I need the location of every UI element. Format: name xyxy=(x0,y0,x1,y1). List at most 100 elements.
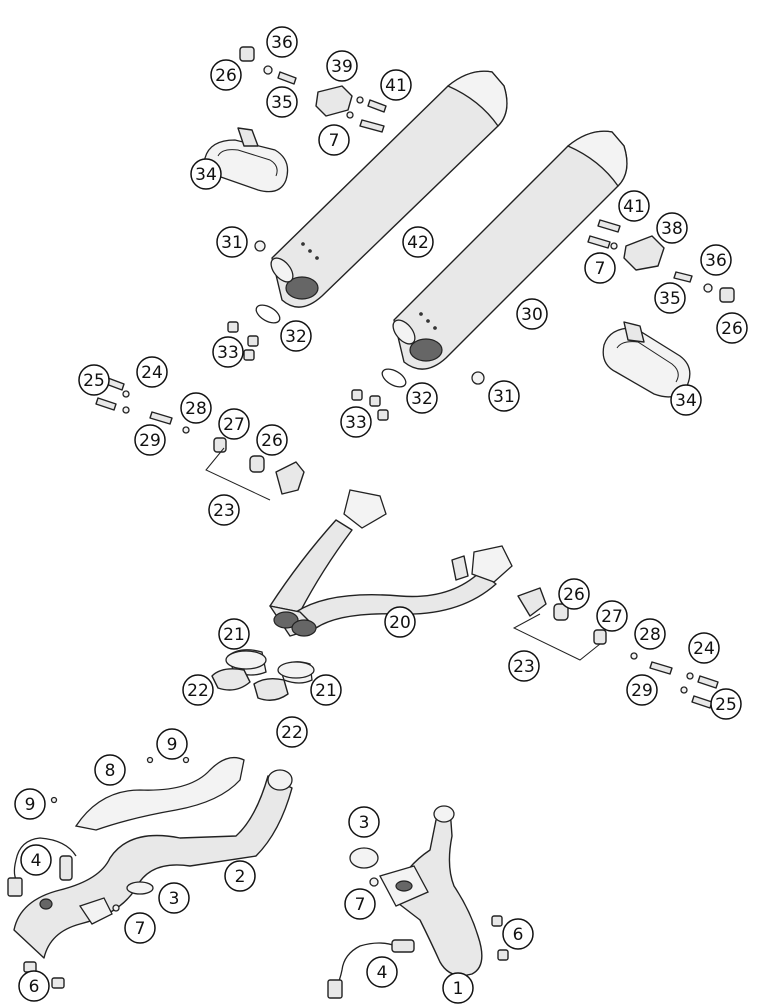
mid-left-hardware xyxy=(95,377,305,501)
callout-label: 20 xyxy=(389,613,411,633)
callout-label: 22 xyxy=(187,681,209,701)
callout-label: 34 xyxy=(675,391,697,411)
callout-33: 33 xyxy=(212,336,244,368)
callout-7: 7 xyxy=(318,124,350,156)
callout-32: 32 xyxy=(406,382,438,414)
callout-label: 21 xyxy=(315,681,337,701)
callout-label: 9 xyxy=(25,795,36,815)
callout-label: 1 xyxy=(453,979,464,999)
y-pipe-20 xyxy=(269,489,513,637)
callout-39: 39 xyxy=(326,50,358,82)
callout-label: 38 xyxy=(661,219,683,239)
callout-22: 22 xyxy=(276,716,308,748)
callout-7: 7 xyxy=(584,252,616,284)
callout-20: 20 xyxy=(384,606,416,638)
callout-26: 26 xyxy=(558,578,590,610)
callout-label: 9 xyxy=(167,735,178,755)
callout-label: 8 xyxy=(105,761,116,781)
callout-label: 2 xyxy=(235,867,246,887)
callout-26: 26 xyxy=(716,312,748,344)
callout-label: 7 xyxy=(355,895,366,915)
callout-label: 25 xyxy=(83,371,105,391)
callout-41: 41 xyxy=(618,190,650,222)
callout-label: 24 xyxy=(693,639,715,659)
callout-label: 26 xyxy=(721,319,743,339)
callout-27: 27 xyxy=(596,600,628,632)
callout-6: 6 xyxy=(18,970,50,1002)
callout-label: 28 xyxy=(639,625,661,645)
upper-hardware xyxy=(227,46,735,421)
callout-35: 35 xyxy=(654,282,686,314)
callout-26: 26 xyxy=(210,59,242,91)
callout-42: 42 xyxy=(402,226,434,258)
sensor-4-left xyxy=(7,837,77,897)
callout-36: 36 xyxy=(266,26,298,58)
heat-shield-8 xyxy=(74,756,245,831)
bracket-39 xyxy=(315,85,353,117)
callout-label: 7 xyxy=(135,919,146,939)
mid-right-hardware xyxy=(512,587,719,709)
callout-38: 38 xyxy=(656,212,688,244)
callout-25: 25 xyxy=(78,364,110,396)
callout-label: 35 xyxy=(659,289,681,309)
bracket-38 xyxy=(623,235,665,271)
gasket-3-left xyxy=(126,881,154,895)
callout-1: 1 xyxy=(442,972,474,1004)
callout-41: 41 xyxy=(380,69,412,101)
gasket-3-right xyxy=(349,847,379,869)
callout-9: 9 xyxy=(156,728,188,760)
callout-label: 3 xyxy=(169,889,180,909)
callout-26: 26 xyxy=(256,424,288,456)
callout-35: 35 xyxy=(266,86,298,118)
callout-7: 7 xyxy=(124,912,156,944)
callout-21: 21 xyxy=(218,618,250,650)
callout-24: 24 xyxy=(688,632,720,664)
callout-label: 4 xyxy=(377,963,388,983)
callout-label: 29 xyxy=(631,681,653,701)
callout-label: 27 xyxy=(601,607,623,627)
sensor-4-right xyxy=(327,939,415,999)
callout-7: 7 xyxy=(344,888,376,920)
callout-8: 8 xyxy=(94,754,126,786)
callout-22: 22 xyxy=(182,674,214,706)
callout-label: 7 xyxy=(595,259,606,279)
callout-28: 28 xyxy=(180,392,212,424)
callout-label: 26 xyxy=(563,585,585,605)
callout-31: 31 xyxy=(216,226,248,258)
callout-34: 34 xyxy=(670,384,702,416)
callout-label: 33 xyxy=(345,413,367,433)
callout-label: 24 xyxy=(141,363,163,383)
callout-label: 30 xyxy=(521,305,543,325)
callout-label: 33 xyxy=(217,343,239,363)
callout-label: 4 xyxy=(31,851,42,871)
callout-9: 9 xyxy=(14,788,46,820)
callout-3: 3 xyxy=(348,806,380,838)
callout-28: 28 xyxy=(634,618,666,650)
callout-label: 26 xyxy=(261,431,283,451)
callout-label: 29 xyxy=(139,431,161,451)
front-pipe-2 xyxy=(13,769,293,959)
callout-label: 41 xyxy=(385,76,407,96)
callout-23: 23 xyxy=(208,494,240,526)
callout-4: 4 xyxy=(20,844,52,876)
callout-label: 25 xyxy=(715,695,737,715)
callout-label: 42 xyxy=(407,233,429,253)
callout-label: 32 xyxy=(285,327,307,347)
callout-label: 23 xyxy=(213,501,235,521)
callout-label: 27 xyxy=(223,415,245,435)
silencer-left xyxy=(270,70,508,308)
callout-29: 29 xyxy=(134,424,166,456)
callout-label: 22 xyxy=(281,723,303,743)
callout-32: 32 xyxy=(280,320,312,352)
callout-30: 30 xyxy=(516,298,548,330)
callout-2: 2 xyxy=(224,860,256,892)
callout-label: 6 xyxy=(513,925,524,945)
callout-33: 33 xyxy=(340,406,372,438)
callout-label: 41 xyxy=(623,197,645,217)
callout-label: 21 xyxy=(223,625,245,645)
callout-31: 31 xyxy=(488,380,520,412)
callout-label: 31 xyxy=(493,387,515,407)
callout-label: 31 xyxy=(221,233,243,253)
